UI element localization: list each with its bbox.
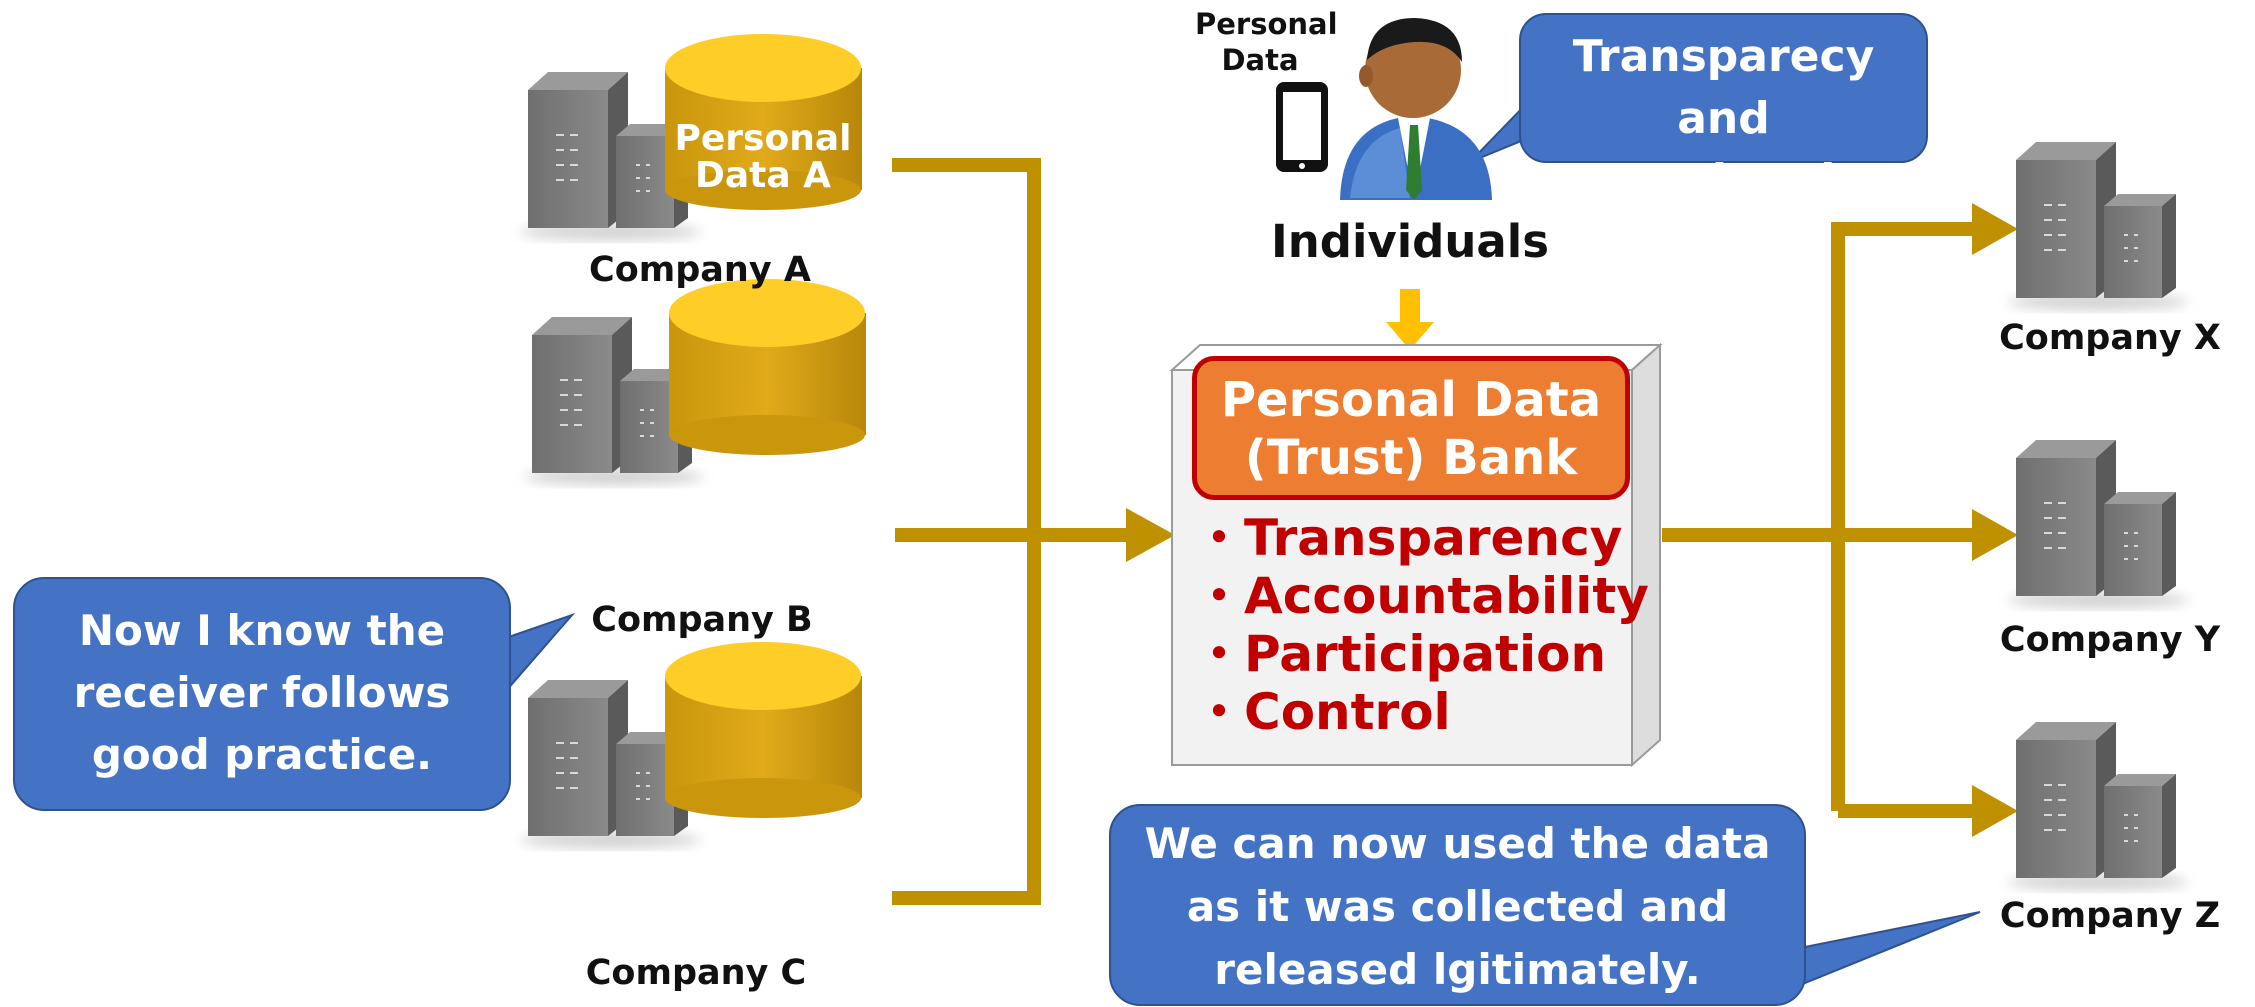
receiver-bubble-line1: We can now used the data	[1144, 819, 1771, 868]
personal-data-b-database	[669, 279, 866, 455]
personal-data-c-database	[665, 642, 862, 818]
company-x-server	[2008, 142, 2188, 310]
bank-title-line1: Personal Data	[1220, 372, 1602, 428]
source-flow-connectors	[892, 158, 1130, 905]
individuals-label: Individuals	[1271, 215, 1549, 268]
database-b-line1: Personal	[678, 488, 856, 529]
individual-down-arrow	[1386, 289, 1434, 350]
receiver-flow-connectors	[1662, 222, 2000, 818]
company-b-label: Company B	[591, 600, 813, 640]
principle-accountability: ・Accountability	[1194, 567, 1649, 625]
individual-bubble-line2: control rocks!	[1551, 155, 1896, 206]
database-c-line1: Personal	[674, 851, 852, 892]
personal-data-device-label: Personal Data	[1195, 6, 1338, 78]
source-bubble-text: Now I know the receiver follows good pra…	[14, 600, 510, 786]
database-a-line1: Personal	[674, 118, 852, 159]
receiver-bubble-line2: as it was collected and	[1186, 882, 1729, 931]
bank-title: Personal Data (Trust) Bank	[1192, 356, 1630, 500]
company-c-label: Company C	[585, 953, 807, 993]
person-icon	[1340, 18, 1492, 200]
principle-transparency: ・Transparency	[1194, 509, 1623, 567]
bank-title-line2: (Trust) Bank	[1244, 430, 1578, 486]
individual-bubble	[1519, 13, 1928, 163]
database-c-label: Personal Data C	[663, 853, 863, 927]
company-a-label: Company A	[589, 250, 811, 290]
source-bubble-line3: good practice.	[91, 730, 433, 779]
database-b-line2: Data B	[699, 525, 835, 566]
individual-bubble-text: Transparecy and control rocks!	[1520, 26, 1927, 212]
company-z-label: Company Z	[1999, 896, 2221, 936]
company-c-server	[520, 680, 700, 848]
company-z-server	[2008, 722, 2188, 890]
source-bubble	[13, 577, 511, 811]
company-a-server	[520, 72, 700, 240]
arrow-into-bank	[1126, 508, 1175, 562]
database-c-line2: Data C	[695, 888, 831, 929]
receiver-bubble-text: We can now used the data as it was colle…	[1110, 812, 1805, 1001]
database-b-label: Personal Data B	[667, 490, 867, 564]
company-y-server	[2008, 440, 2188, 608]
personal-data-a-database	[665, 34, 862, 210]
device-label-line2: Data	[1221, 43, 1299, 77]
source-bubble-line2: receiver follows	[73, 668, 451, 717]
individual-bubble-line1: Transparecy and	[1572, 31, 1875, 144]
receiver-bubble	[1109, 804, 1806, 1006]
database-a-line2: Data A	[694, 155, 832, 196]
device-label-line1: Personal	[1195, 7, 1338, 41]
principle-participation: ・Participation	[1194, 625, 1607, 683]
database-a-label: Personal Data A	[663, 120, 863, 194]
company-x-label: Company X	[1999, 318, 2221, 358]
company-y-label: Company Y	[1999, 620, 2221, 660]
principle-control: ・Control	[1194, 683, 1451, 741]
arrow-to-company-y	[1972, 509, 2018, 561]
arrow-to-company-x	[1972, 203, 2018, 255]
smartphone-icon	[1276, 82, 1328, 172]
receiver-bubble-line3: released lgitimately.	[1214, 945, 1701, 994]
source-bubble-line1: Now I know the	[78, 606, 446, 655]
arrow-to-company-z	[1972, 785, 2018, 837]
